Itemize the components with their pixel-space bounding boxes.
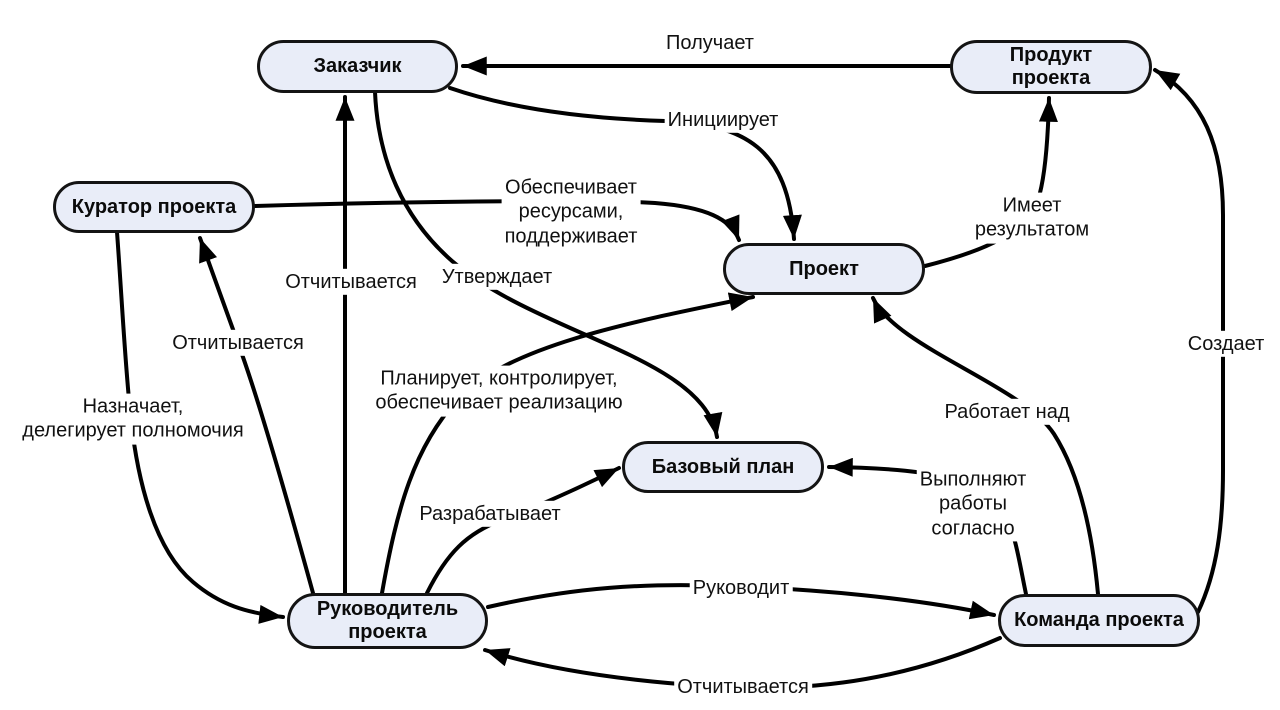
edge-label-otchityvaetsya-zakazchiku: Отчитывается	[282, 268, 420, 296]
node-proekt: Проект	[723, 243, 925, 295]
node-zakazchik: Заказчик	[257, 40, 458, 93]
node-rukovoditel-proekta: Руководитель проекта	[287, 593, 488, 649]
edge-label-vypolnyayut: Выполняют работы согласно	[916, 466, 1030, 542]
edge-label-planiruet: Планирует, контролирует, обеспечивает ре…	[372, 365, 626, 417]
edge-label-obespechivaet: Обеспечивает ресурсами, поддерживает	[501, 174, 641, 250]
node-bazovyy-plan: Базовый план	[622, 441, 824, 493]
edge-label-otchityvaetsya-kuratoru: Отчитывается	[169, 329, 307, 357]
node-kurator-proekta: Куратор проекта	[53, 181, 255, 233]
edge-label-utverzhdaet: Утверждает	[438, 263, 556, 291]
edge-label-poluchaet: Получает	[663, 29, 757, 57]
edge-label-sozdaet: Создает	[1184, 330, 1268, 358]
edge-label-rukovodit: Руководит	[689, 574, 793, 602]
edge-razrabatyvaet	[425, 466, 621, 595]
edge-naznachaet	[115, 230, 285, 624]
edge-sozdaet	[1153, 68, 1225, 614]
edge-label-naznachaet: Назначает, делегирует полномочия	[19, 393, 247, 445]
edge-label-rabotaet-nad: Работает над	[941, 398, 1073, 426]
edge-label-otchityvaetsya-rukovoditelyu: Отчитывается	[674, 673, 812, 701]
edge-rabotaet-nad	[871, 296, 1100, 596]
edge-label-imeet-rezultatom: Имеет результатом	[971, 192, 1093, 244]
edge-otchityvaetsya-kuratoru	[198, 236, 315, 595]
edge-label-initsiiruet: Инициирует	[664, 106, 782, 134]
node-produkt-proekta: Продукт проекта	[950, 40, 1152, 94]
edge-label-razrabatyvaet: Разрабатывает	[416, 500, 564, 528]
node-komanda-proekta: Команда проекта	[998, 594, 1200, 647]
edge-obespechivaet	[253, 199, 741, 242]
